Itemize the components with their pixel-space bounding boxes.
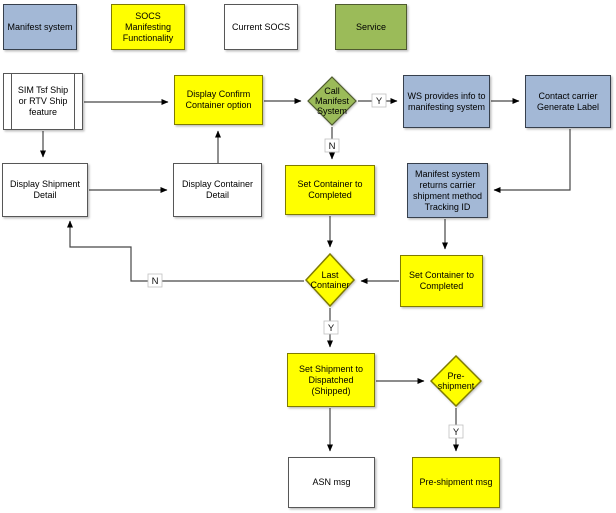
edge-label-call-manifest-yes: Y bbox=[371, 93, 387, 108]
node-display-container-detail: Display Container Detail bbox=[173, 163, 262, 217]
node-asn-msg: ASN msg bbox=[288, 457, 375, 508]
node-ws-provides-info: WS provides info to manifesting system bbox=[403, 75, 490, 128]
edge-lastcontainer-no-to-displayshipment bbox=[67, 220, 304, 282]
diamond-shape bbox=[430, 355, 482, 407]
node-display-container-detail-label: Display Container Detail bbox=[181, 179, 254, 200]
node-set-container-completed-2-label: Set Container to Completed bbox=[408, 270, 475, 291]
svg-text:N: N bbox=[152, 276, 159, 287]
legend-current-socs: Current SOCS bbox=[224, 4, 298, 50]
node-contact-carrier-label: Contact carrier Generate Label bbox=[536, 90, 600, 112]
node-pre-shipment-decision: Pre-shipment bbox=[430, 355, 482, 407]
node-call-manifest-system-label: Call Manifest System bbox=[314, 86, 349, 116]
node-last-container-decision: Last Container bbox=[305, 253, 355, 307]
node-pre-shipment-label: Pre-shipment bbox=[437, 371, 475, 391]
legend-manifest-system-label: Manifest system bbox=[7, 21, 73, 32]
node-manifest-system-returns: Manifest system returns carrier shipment… bbox=[407, 163, 488, 218]
node-display-confirm-container-label: Display Confirm Container option bbox=[185, 89, 252, 110]
node-contact-carrier: Contact carrier Generate Label bbox=[525, 75, 611, 128]
node-asn-msg-label: ASN msg bbox=[312, 477, 351, 487]
edge-label-pre-shipment-yes: Y bbox=[448, 424, 464, 439]
node-pre-shipment-msg-label: Pre-shipment msg bbox=[419, 477, 493, 487]
svg-text:Y: Y bbox=[328, 323, 335, 334]
diamond-shape bbox=[307, 76, 357, 126]
node-call-manifest-system-decision: Call Manifest System bbox=[307, 76, 357, 126]
node-manifest-system-returns-label: Manifest system returns carrier shipment… bbox=[412, 168, 483, 212]
edge-label-last-container-yes: Y bbox=[323, 320, 339, 335]
node-display-shipment-detail: Display Shipment Detail bbox=[2, 163, 88, 217]
node-set-container-completed-2: Set Container to Completed bbox=[400, 255, 483, 307]
edge-contactcarrier-to-manifestreturns bbox=[493, 129, 571, 193]
node-display-confirm-container: Display Confirm Container option bbox=[174, 75, 263, 125]
legend-manifest-system: Manifest system bbox=[3, 4, 77, 50]
node-set-container-completed-1-label: Set Container to Completed bbox=[297, 179, 363, 200]
node-sim-tsf-ship: SIM Tsf Ship or RTV Ship feature bbox=[3, 73, 83, 130]
legend-service-label: Service bbox=[355, 21, 386, 32]
edge-label-call-manifest-no: N bbox=[324, 138, 340, 153]
legend-service: Service bbox=[335, 4, 407, 50]
legend-socs-manifesting: SOCS Manifesting Functionality bbox=[111, 4, 185, 50]
legend-socs-manifesting-label: SOCS Manifesting Functionality bbox=[122, 10, 174, 43]
node-display-shipment-detail-label: Display Shipment Detail bbox=[9, 179, 81, 200]
node-set-shipment-dispatched: Set Shipment to Dispatched (Shipped) bbox=[287, 353, 375, 407]
node-ws-provides-info-label: WS provides info to manifesting system bbox=[407, 90, 486, 112]
svg-text:Y: Y bbox=[376, 96, 383, 107]
node-pre-shipment-msg: Pre-shipment msg bbox=[412, 457, 500, 508]
svg-text:Y: Y bbox=[453, 427, 460, 438]
node-set-shipment-dispatched-label: Set Shipment to Dispatched (Shipped) bbox=[298, 363, 364, 396]
node-last-container-label: Last Container bbox=[310, 270, 350, 290]
node-set-container-completed-1: Set Container to Completed bbox=[285, 165, 375, 215]
diamond-shape bbox=[305, 253, 355, 307]
legend-current-socs-label: Current SOCS bbox=[231, 21, 291, 32]
node-sim-tsf-ship-label: SIM Tsf Ship or RTV Ship feature bbox=[17, 85, 69, 117]
svg-text:N: N bbox=[329, 141, 336, 152]
edge-label-last-container-no: N bbox=[147, 273, 163, 288]
